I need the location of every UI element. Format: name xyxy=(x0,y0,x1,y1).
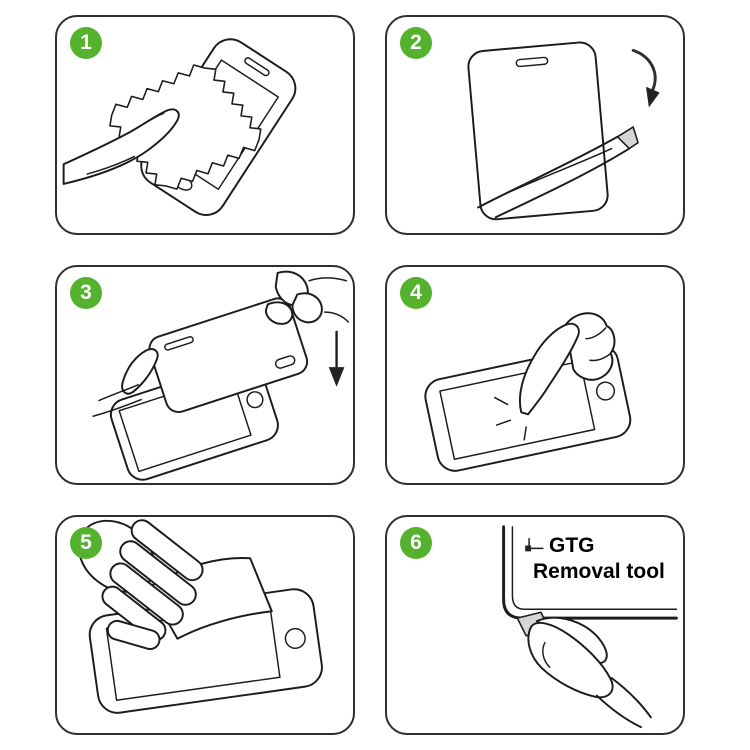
step-3-illustration xyxy=(92,270,350,481)
step-number: 4 xyxy=(410,281,422,304)
step-number: 1 xyxy=(80,31,92,54)
removal-tool-label: GTG Removal tool xyxy=(533,533,665,585)
pressing-hand-icon xyxy=(518,312,616,416)
step-6-illustration xyxy=(502,525,678,729)
step-1-panel: 1 xyxy=(55,15,355,235)
step-4-panel: 4 xyxy=(385,265,685,485)
step-1-badge: 1 xyxy=(70,27,102,59)
step-3-badge: 3 xyxy=(70,277,102,309)
right-hand-icon xyxy=(264,270,350,325)
step-number: 3 xyxy=(80,281,92,304)
pinching-hand-icon xyxy=(527,616,652,729)
removal-tool-label-line1: GTG xyxy=(549,534,595,557)
screen-protector-icon xyxy=(467,41,609,221)
press-contact-lines-icon xyxy=(494,396,527,441)
step-6-badge: 6 xyxy=(400,527,432,559)
step-4-illustration xyxy=(424,312,632,472)
step-3-panel: 3 xyxy=(55,265,355,485)
place-down-arrow-icon xyxy=(328,330,345,387)
step-5-badge: 5 xyxy=(70,527,102,559)
step-2-illustration xyxy=(467,41,660,221)
hand-icon xyxy=(62,108,180,185)
step-number: 6 xyxy=(410,531,422,554)
step-number: 2 xyxy=(410,31,422,54)
peeling-film-icon xyxy=(477,126,639,219)
step-1-illustration xyxy=(62,38,297,216)
step-5-panel: 5 xyxy=(55,515,355,735)
step-number: 5 xyxy=(80,531,92,554)
screen-protector-icon xyxy=(148,297,309,413)
step-2-panel: 2 xyxy=(385,15,685,235)
step-5-illustration xyxy=(77,519,323,714)
peel-direction-arrow-icon xyxy=(631,48,660,108)
left-hand-icon xyxy=(92,348,159,417)
removal-tool-label-line2: Removal tool xyxy=(533,560,665,583)
step-4-badge: 4 xyxy=(400,277,432,309)
cleaning-cloth-icon xyxy=(109,64,262,190)
label-leader-icon xyxy=(525,537,544,552)
step-6-panel: 6 GTG Removal tool xyxy=(385,515,685,735)
step-2-badge: 2 xyxy=(400,27,432,59)
